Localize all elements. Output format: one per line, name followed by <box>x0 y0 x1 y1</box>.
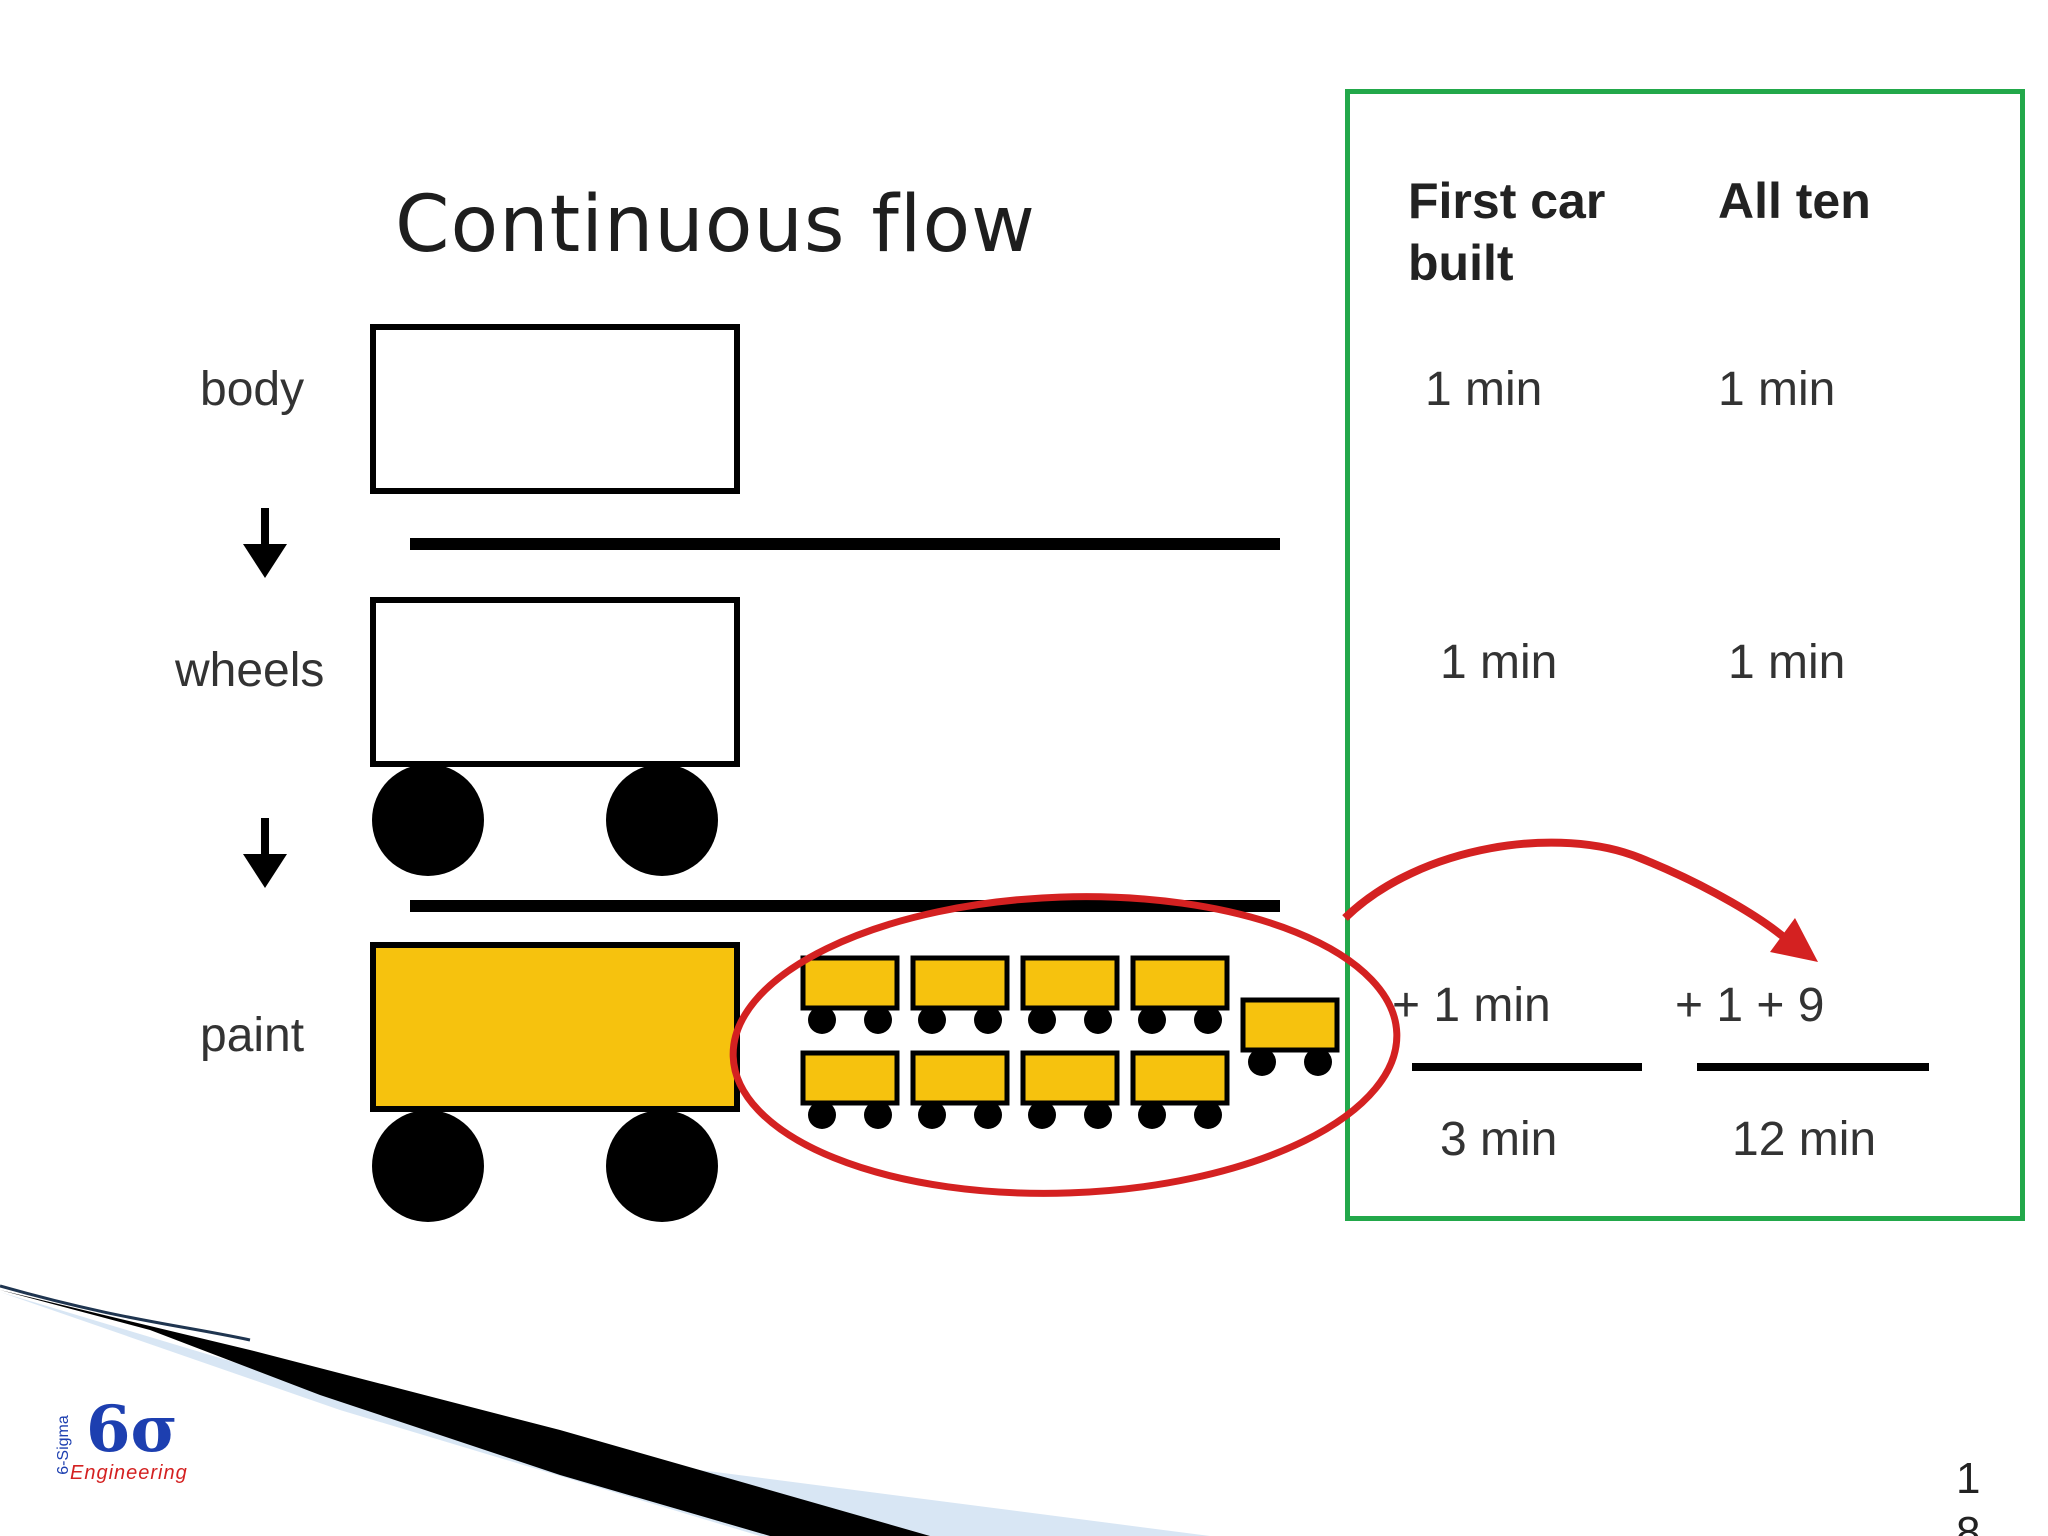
mini-car-icon <box>910 955 1010 1034</box>
body-first-time: 1 min <box>1425 363 1543 416</box>
column-header-first-car: First car built <box>1408 173 1606 291</box>
company-logo: 6-Sigma 6σ Engineering <box>40 1392 280 1490</box>
down-arrow-icon <box>243 818 287 888</box>
sum-line-first <box>1412 1063 1642 1071</box>
wheel-icon <box>606 764 718 876</box>
logo-main-text: 6σ <box>86 1392 178 1467</box>
mini-car-icon <box>1130 955 1230 1034</box>
paint-all-time: + 1 + 9 <box>1675 979 1825 1032</box>
mini-car-icon <box>800 955 900 1034</box>
mini-car-icon <box>1240 997 1340 1076</box>
diagram-title: Continuous flow <box>395 180 1036 270</box>
paint-first-time: + 1 min <box>1392 979 1551 1032</box>
timing-panel <box>1345 89 2025 1221</box>
wheels-all-time: 1 min <box>1728 636 1846 689</box>
flow-line-2 <box>410 900 1280 912</box>
mini-car-icon <box>1020 955 1120 1034</box>
wheel-icon <box>606 1110 718 1222</box>
mini-car-icon <box>800 1050 900 1129</box>
mini-car-group <box>800 955 1340 1135</box>
page-number: 1 8 <box>1956 1454 1981 1536</box>
column-header-all-ten: All ten <box>1718 173 1871 229</box>
wheels-box <box>370 597 740 767</box>
total-first-time: 3 min <box>1440 1113 1558 1166</box>
body-box <box>370 324 740 494</box>
body-all-time: 1 min <box>1718 363 1836 416</box>
sum-line-all <box>1697 1063 1929 1071</box>
wheel-icon <box>372 764 484 876</box>
mini-car-icon <box>1020 1050 1120 1129</box>
mini-car-icon <box>1130 1050 1230 1129</box>
stage-label-body: body <box>200 363 305 416</box>
mini-car-icon <box>910 1050 1010 1129</box>
stage-label-paint: paint <box>200 1009 305 1062</box>
total-all-time: 12 min <box>1732 1113 1877 1166</box>
flow-line-1 <box>410 538 1280 550</box>
decorative-swoosh <box>0 1284 1210 1536</box>
down-arrow-icon <box>243 508 287 578</box>
logo-sub-text: Engineering <box>70 1462 188 1484</box>
stage-label-wheels: wheels <box>175 644 325 697</box>
wheel-icon <box>372 1110 484 1222</box>
wheels-first-time: 1 min <box>1440 636 1558 689</box>
paint-box <box>370 942 740 1112</box>
